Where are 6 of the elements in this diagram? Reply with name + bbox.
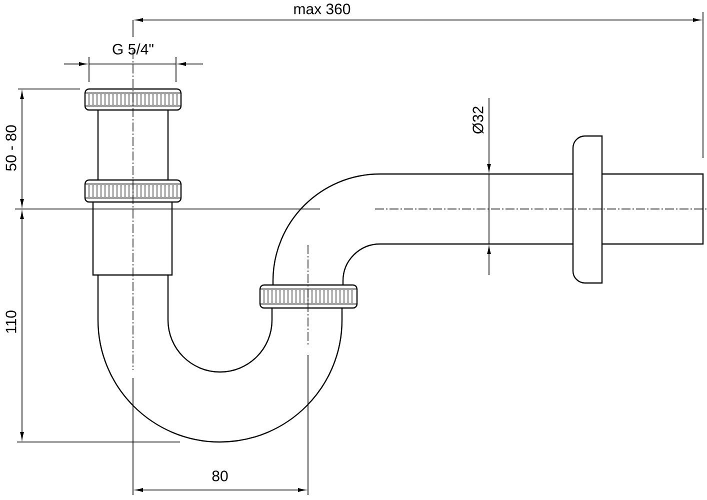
dimension-label: 80 [212,470,228,482]
dimension-label: G 5/4" [112,44,154,54]
dimension-label: 110 [6,310,16,333]
dimension-label: 50 - 80 [6,125,16,171]
dimension-label: max 360 [294,4,350,14]
dimension-label: Ø32 [472,106,484,134]
